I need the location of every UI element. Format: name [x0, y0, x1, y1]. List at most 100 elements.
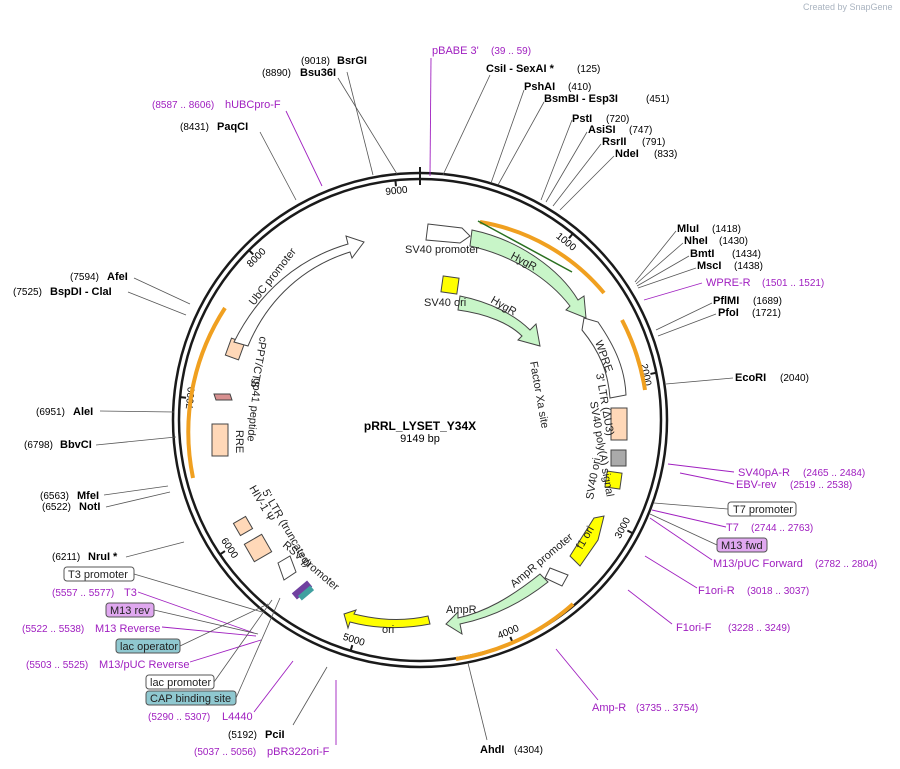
- ampr-arrow: [445, 573, 549, 636]
- site-name-alei: AleI: [73, 406, 93, 418]
- tick-mark-1000: [568, 232, 574, 239]
- site-name-rsrii: RsrII: [602, 136, 626, 148]
- site-pos-bbvci: (6798): [24, 440, 53, 451]
- leader-nhei: [635, 242, 684, 285]
- leader-lac-promoter: [213, 599, 273, 683]
- site-pos-asisi: (747): [629, 125, 652, 136]
- site-name-msci: MscI: [697, 260, 721, 272]
- leader-m13puc-fwd: [649, 517, 713, 561]
- rre-box: [211, 423, 229, 457]
- tick-mark-5000: [349, 644, 354, 652]
- leader-l4440: [253, 660, 294, 713]
- small-feature-cluster-2: [297, 585, 315, 601]
- leader-m13rev: [161, 626, 257, 637]
- leader-bbvci: [95, 436, 177, 446]
- primer-pos-m13rev: (5522 .. 5538): [22, 624, 84, 635]
- sv40-promoter-shape: [425, 223, 471, 244]
- tick-mark-2000: [650, 371, 657, 375]
- leader-clai: [127, 291, 187, 316]
- box-lac-operator: [115, 638, 181, 654]
- primers: pBABE 3' (39 .. 59) (8587 .. 8606) hUBCp…: [22, 45, 877, 758]
- orange-arc-right: [620, 319, 647, 391]
- leader-psti: [540, 119, 573, 201]
- leader-t3: [137, 591, 255, 634]
- site-pos-sexai: (125): [577, 64, 600, 75]
- leader-f1orif: [627, 589, 673, 625]
- primer-pos-f1orir: (3018 .. 3037): [747, 586, 809, 597]
- site-name-mlui: MluI: [677, 223, 699, 235]
- label-factor-xa: Factor Xa site: [527, 360, 551, 429]
- primer-pos-m13puc-rev: (5503 .. 5525): [26, 660, 88, 671]
- site-pos-nhei: (1430): [719, 236, 748, 247]
- primer-name-t3: T3: [124, 587, 137, 599]
- label-sv40-promoter: SV40 promoter: [405, 244, 479, 256]
- ltr5-box: [243, 533, 273, 563]
- site-pos-clai: (7525): [13, 287, 42, 298]
- leader-asisi: [545, 131, 588, 203]
- leader-sexai: [442, 74, 491, 176]
- tick-label-9000: 9000: [385, 185, 409, 198]
- small-feature-cluster: [291, 580, 313, 600]
- leader-pfoi: [657, 313, 717, 337]
- leader-t7: [651, 509, 727, 528]
- hiv-psi-box: [232, 515, 254, 537]
- label-sv40-ori-2: SV40 ori: [584, 457, 603, 501]
- primer-pos-wprer: (1501 .. 1521): [762, 278, 824, 289]
- site-name-mfei: MfeI: [77, 490, 99, 502]
- hygr-arrow-outer: [469, 229, 587, 319]
- primer-name-m13rev: M13 Reverse: [95, 623, 160, 635]
- tick-mark-7000: [179, 396, 187, 399]
- box-cap-site: [145, 690, 237, 706]
- leader-t7-promoter: [653, 502, 729, 510]
- site-pos-noti: (6522): [42, 502, 71, 513]
- site-pos-paqci: (8431): [180, 122, 209, 133]
- leader-ndei: [559, 155, 615, 211]
- site-name-sexai: CsiI - SexAI *: [486, 63, 555, 75]
- leader-pflmi: [655, 302, 713, 331]
- site-pos-ecori: (2040): [780, 373, 809, 384]
- site-name-bbvci: BbvCI: [60, 439, 92, 451]
- orange-arc-top: [479, 220, 606, 295]
- f1-ori-arrow: [569, 515, 605, 567]
- tick-mark-6000: [219, 550, 226, 556]
- leader-ampr-primer: [555, 648, 599, 701]
- site-pos-bsu36i: (8890): [262, 68, 291, 79]
- gp41-peptide-shape: [213, 393, 233, 401]
- green-strand-line: [477, 220, 573, 273]
- label-ori: ori: [382, 624, 394, 636]
- site-pos-msci: (1438): [734, 261, 763, 272]
- label-5ltr: 5' LTR (truncated): [259, 488, 313, 570]
- boxed-lac-operator: lac operator: [120, 641, 178, 653]
- site-name-bsrgi: BsrGI: [337, 55, 367, 67]
- leader-bsrgi: [346, 71, 374, 176]
- primer-pos-m13puc-fwd: (2782 .. 2804): [815, 559, 877, 570]
- leader-pshai: [490, 89, 525, 184]
- primer-name-sv40par: SV40pA-R: [738, 467, 790, 479]
- ubc-promoter-arrow: [233, 235, 365, 347]
- primer-name-m13puc-rev: M13/pUC Reverse: [99, 659, 189, 671]
- site-name-esp3i: BsmBI - Esp3I: [544, 93, 618, 105]
- ori-arrow: [343, 609, 431, 630]
- tick-mark-9000: [394, 180, 397, 187]
- plasmid-length: 9149 bp: [400, 433, 440, 445]
- ltr3-box: [610, 407, 628, 441]
- boxed-t7-promoter: T7 promoter: [733, 504, 793, 516]
- boxed-cap-site: CAP binding site: [150, 693, 231, 705]
- leader-t3-promoter: [133, 573, 263, 613]
- leader-m13fwd: [649, 513, 718, 546]
- primer-name-wprer: WPRE-R: [706, 277, 751, 289]
- orange-arc-bottom: [455, 602, 575, 661]
- boxed-lac-promoter: lac promoter: [150, 677, 211, 689]
- primer-pos-t3: (5557 .. 5577): [52, 588, 114, 599]
- leader-wprer: [643, 282, 703, 301]
- sv40-ori2-box: [604, 470, 623, 490]
- primer-name-l4440: L4440: [222, 711, 253, 723]
- leader-bmti: [636, 255, 690, 287]
- site-pos-bmti: (1434): [732, 249, 761, 260]
- leader-mfei: [103, 485, 169, 496]
- site-pos-pshai: (410): [568, 82, 591, 93]
- primer-name-pbr322orif: pBR322ori-F: [267, 746, 330, 758]
- label-ampr: AmpR: [446, 604, 477, 616]
- leader-bsu36i: [337, 77, 398, 175]
